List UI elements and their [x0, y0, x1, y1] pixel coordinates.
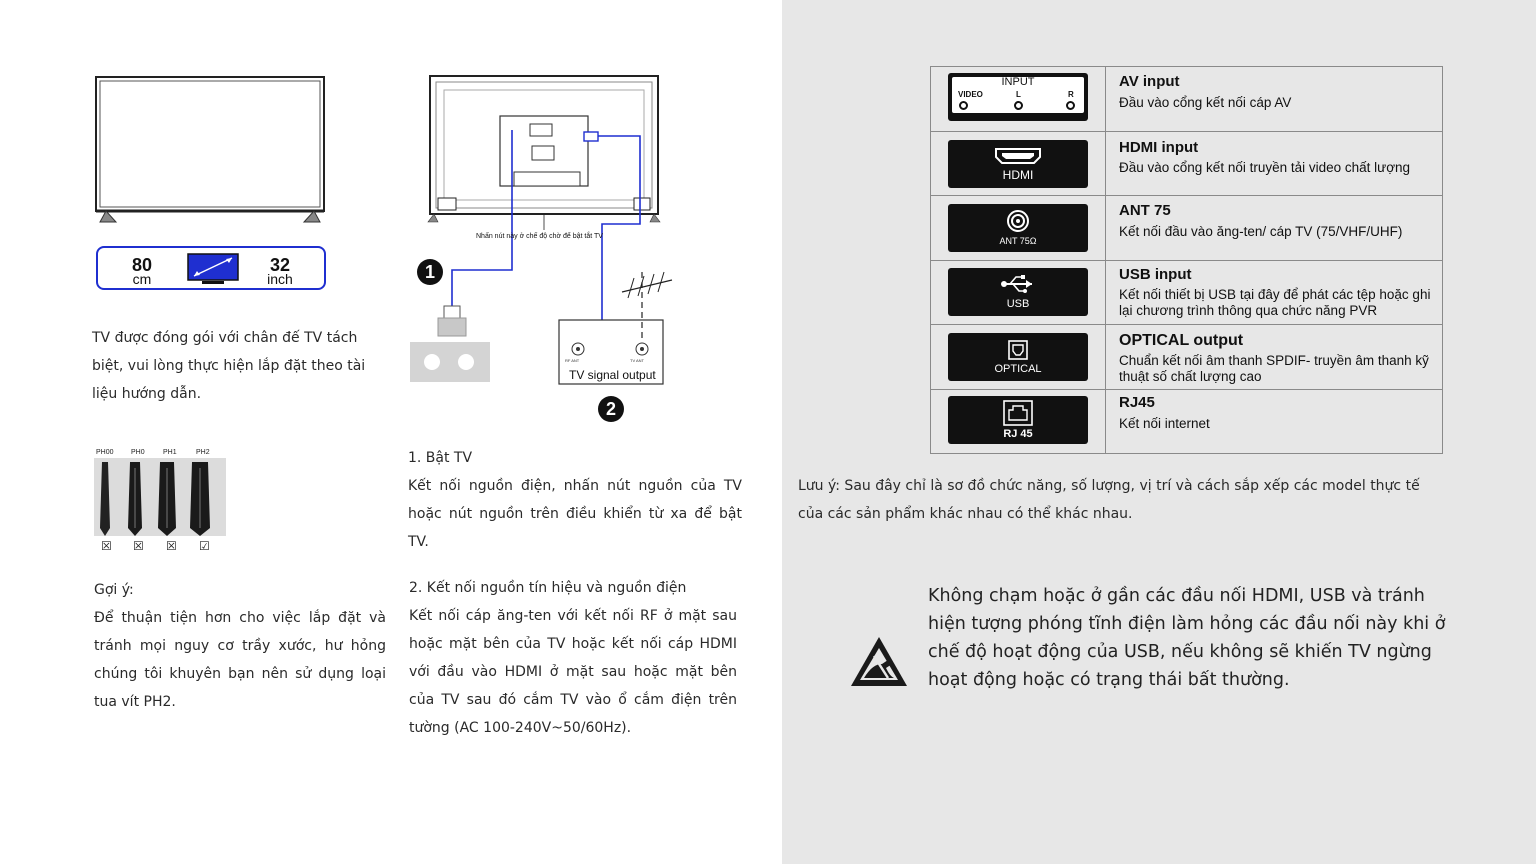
screwdriver-figure: PH00 PH0 PH1 PH2 ☒ ☒ ☒ ☑ — [94, 448, 228, 554]
antenna-icon: ANT 75Ω — [948, 204, 1088, 252]
connector-row-rj45: RJ 45 RJ45 Kết nối internet — [931, 390, 1442, 453]
tv-size-badge: 80 cm 32 inch — [96, 246, 326, 290]
screwdriver-mark-ph0: ☒ — [133, 539, 144, 553]
screwdriver-mark-ph1: ☒ — [166, 539, 177, 553]
screwdriver-mark-ph2: ☑ — [199, 539, 210, 553]
av-input-icon: INPUT VIDEO L R — [948, 73, 1088, 121]
ant-desc: Kết nối đầu vào ăng-ten/ cáp TV (75/VHF/… — [1119, 224, 1403, 239]
tv-front-illustration — [95, 76, 325, 223]
step-2-marker: 2 — [598, 396, 624, 422]
tv-ant-label: TV ANT — [630, 358, 645, 363]
ant-title: ANT 75 — [1119, 202, 1171, 219]
rf-ant-label: RF ANT — [565, 358, 580, 363]
tip-heading: Gợi ý: — [94, 582, 134, 598]
disclaimer-note: Lưu ý: Sau đây chỉ là sơ đồ chức năng, s… — [798, 478, 1420, 522]
rj45-icon: RJ 45 — [948, 396, 1088, 444]
step2-body: Kết nối cáp ăng-ten với kết nối RF ở mặt… — [409, 608, 737, 736]
tip-body: Để thuận tiện hơn cho việc lắp đặt và tr… — [94, 610, 386, 710]
connector-row-ant: ANT 75Ω ANT 75 Kết nối đầu vào ăng-ten/ … — [931, 196, 1442, 261]
usb-input-desc: Kết nối thiết bị USB tại đây để phát các… — [1119, 287, 1431, 318]
screwdriver-label-ph2: PH2 — [196, 449, 210, 456]
tv-signal-output-label: TV signal output — [569, 368, 656, 382]
tv-size-icon — [187, 253, 239, 284]
size-cm-unit: cm — [132, 271, 152, 287]
esd-warning-text: Không chạm hoặc ở gần các đầu nối HDMI, … — [928, 586, 1446, 690]
connector-row-optical: OPTICAL OPTICAL output Chuẩn kết nối âm … — [931, 325, 1442, 390]
hdmi-input-title: HDMI input — [1119, 139, 1199, 156]
optical-icon: OPTICAL — [948, 333, 1088, 381]
connector-row-av: INPUT VIDEO L R AV input Đầu vào cổng kế… — [931, 67, 1442, 132]
optical-output-title: OPTICAL output — [1119, 332, 1244, 349]
connector-row-usb: USB USB input Kết nối thiết bị USB tại đ… — [931, 261, 1442, 325]
usb-input-title: USB input — [1119, 266, 1192, 283]
step-1-marker: 1 — [417, 259, 443, 285]
size-cm-value: 80 — [131, 255, 153, 275]
tv-back-connection-diagram — [410, 75, 673, 385]
rj45-title: RJ45 — [1119, 394, 1155, 411]
step1-body: Kết nối nguồn điện, nhấn nút nguồn của T… — [408, 478, 742, 550]
step1-heading: 1. Bật TV — [408, 450, 473, 466]
intro-text: TV được đóng gói với chân đế TV tách biệ… — [92, 330, 366, 402]
screwdriver-label-ph0: PH0 — [131, 449, 145, 456]
size-inch-unit: inch — [267, 271, 293, 287]
connector-row-hdmi: HDMI HDMI input Đầu vào cổng kết nối tru… — [931, 132, 1442, 196]
screwdriver-mark-ph00: ☒ — [101, 539, 112, 553]
usb-icon: USB — [948, 268, 1088, 316]
connector-table: INPUT VIDEO L R AV input Đầu vào cổng kế… — [930, 66, 1443, 454]
av-input-title: AV input — [1119, 73, 1180, 90]
av-input-desc: Đầu vào cổng kết nối cáp AV — [1119, 95, 1292, 110]
hdmi-input-desc: Đầu vào cổng kết nối truyền tải video ch… — [1119, 160, 1411, 175]
step2-heading: 2. Kết nối nguồn tín hiệu và nguồn điện — [409, 580, 687, 596]
screwdriver-label-ph1: PH1 — [163, 449, 177, 456]
hdmi-icon: HDMI — [948, 140, 1088, 188]
optical-output-desc: Chuẩn kết nối âm thanh SPDIF- truyền âm … — [1119, 353, 1429, 384]
esd-warning-icon — [851, 637, 907, 686]
screwdriver-label-ph00: PH00 — [96, 449, 114, 456]
power-button-note: Nhấn nút này ở chế độ chờ để bật tắt TV — [476, 233, 603, 240]
rj45-desc: Kết nối internet — [1119, 416, 1210, 431]
size-inch-value: 32 — [269, 255, 291, 275]
